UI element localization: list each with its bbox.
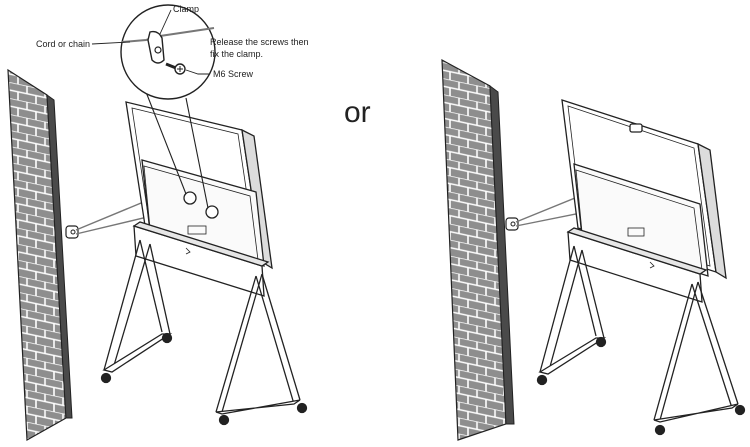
clamp-detail-magnifier xyxy=(120,4,216,100)
display-on-stand-right xyxy=(536,99,746,436)
m6-screw-label: M6 Screw xyxy=(213,69,254,79)
or-label: or xyxy=(344,96,371,129)
cord-or-chain-label: Cord or chain xyxy=(36,39,90,49)
brick-wall xyxy=(7,68,73,441)
m6-screw-icon xyxy=(165,62,186,75)
release-screws-label-line2: fix the clamp. xyxy=(210,49,263,59)
right-scene xyxy=(441,58,746,441)
release-screws-label-line1: Release the screws then xyxy=(210,37,309,47)
brick-wall-right xyxy=(441,58,515,441)
clamp-label: Clamp xyxy=(173,4,199,14)
wall-anchor xyxy=(65,225,79,239)
label-leaders xyxy=(91,9,210,75)
left-scene: Clamp Cord or chain Release the screws t… xyxy=(7,4,309,441)
callout-lines xyxy=(145,91,209,209)
display-on-stand xyxy=(100,101,308,426)
wall-anchor-right xyxy=(505,217,519,231)
